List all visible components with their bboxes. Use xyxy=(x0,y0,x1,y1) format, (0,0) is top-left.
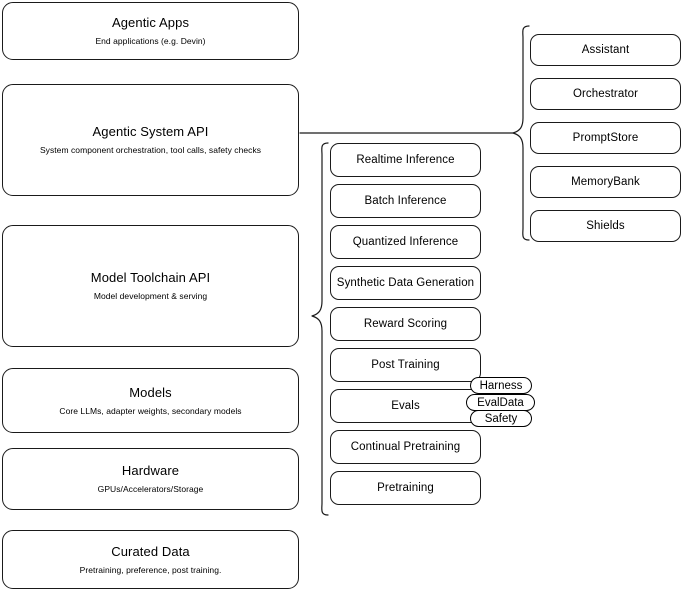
component-label: Shields xyxy=(586,219,625,232)
capability-pretraining[interactable]: Pretraining xyxy=(330,471,481,505)
layer-models[interactable]: Models Core LLMs, adapter weights, secon… xyxy=(2,368,299,433)
component-shields[interactable]: Shields xyxy=(530,210,681,242)
layer-title: Agentic System API xyxy=(92,124,209,140)
capability-label: Reward Scoring xyxy=(363,317,448,330)
layer-subtitle: GPUs/Accelerators/Storage xyxy=(97,484,204,495)
layer-title: Agentic Apps xyxy=(111,15,190,31)
capability-label: Batch Inference xyxy=(364,194,447,207)
capability-post-training[interactable]: Post Training xyxy=(330,348,481,382)
capability-reward-scoring[interactable]: Reward Scoring xyxy=(330,307,481,341)
capability-label: Post Training xyxy=(371,358,440,371)
capability-synthetic-data-generation[interactable]: Synthetic Data Generation xyxy=(330,266,481,300)
layer-subtitle: Pretraining, preference, post training. xyxy=(79,564,222,575)
capability-quantized-inference[interactable]: Quantized Inference xyxy=(330,225,481,259)
capability-realtime-inference[interactable]: Realtime Inference xyxy=(330,143,481,177)
capability-evals[interactable]: Evals xyxy=(330,389,481,423)
component-orchestrator[interactable]: Orchestrator xyxy=(530,78,681,110)
layer-subtitle: Core LLMs, adapter weights, secondary mo… xyxy=(59,405,242,416)
component-promptstore[interactable]: PromptStore xyxy=(530,122,681,154)
capability-label: Continual Pretraining xyxy=(350,440,461,453)
component-label: Orchestrator xyxy=(572,87,639,100)
layer-title: Model Toolchain API xyxy=(90,270,211,286)
layer-title: Hardware xyxy=(121,463,180,479)
layer-curated-data[interactable]: Curated Data Pretraining, preference, po… xyxy=(2,530,299,589)
layer-title: Curated Data xyxy=(111,543,190,559)
capability-label: Quantized Inference xyxy=(352,235,459,248)
layer-hardware[interactable]: Hardware GPUs/Accelerators/Storage xyxy=(2,448,299,510)
component-label: Assistant xyxy=(581,43,630,56)
eval-pill-evaldata[interactable]: EvalData xyxy=(466,394,535,411)
layer-subtitle: System component orchestration, tool cal… xyxy=(39,145,262,156)
capability-label: Evals xyxy=(391,399,420,412)
layer-model-toolchain-api[interactable]: Model Toolchain API Model development & … xyxy=(2,225,299,347)
layer-title: Models xyxy=(129,384,172,400)
capability-label: Realtime Inference xyxy=(356,153,455,166)
layer-agentic-system-api[interactable]: Agentic System API System component orch… xyxy=(2,84,299,196)
capability-label: Synthetic Data Generation xyxy=(336,276,475,289)
component-brace xyxy=(512,25,530,241)
component-label: PromptStore xyxy=(572,131,639,144)
capability-batch-inference[interactable]: Batch Inference xyxy=(330,184,481,218)
eval-pill-harness[interactable]: Harness xyxy=(470,377,532,394)
component-label: MemoryBank xyxy=(571,175,640,188)
capability-label: Pretraining xyxy=(377,481,434,494)
layer-agentic-apps[interactable]: Agentic Apps End applications (e.g. Devi… xyxy=(2,2,299,60)
capability-continual-pretraining[interactable]: Continual Pretraining xyxy=(330,430,481,464)
layer-subtitle: Model development & serving xyxy=(93,291,208,302)
component-memorybank[interactable]: MemoryBank xyxy=(530,166,681,198)
component-assistant[interactable]: Assistant xyxy=(530,34,681,66)
capability-brace xyxy=(311,142,329,516)
eval-pill-safety[interactable]: Safety xyxy=(470,410,532,427)
layer-subtitle: End applications (e.g. Devin) xyxy=(95,36,206,47)
